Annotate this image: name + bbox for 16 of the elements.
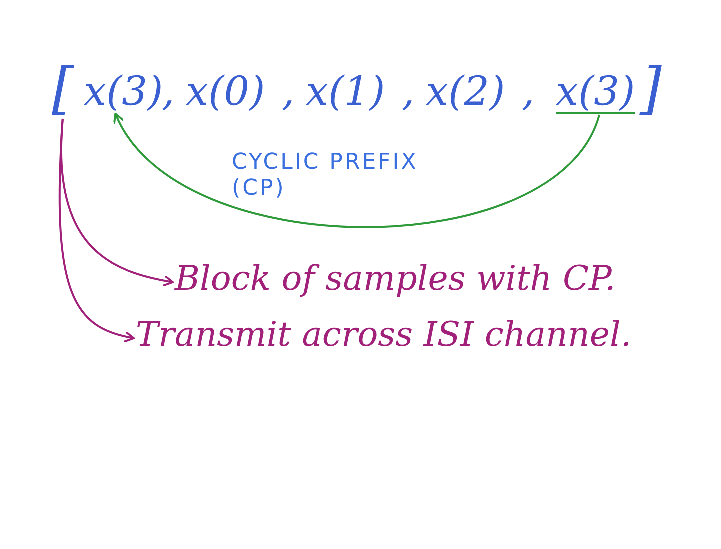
- comma: ,: [162, 72, 175, 112]
- note-text: Transmit across ISI channel.: [136, 318, 632, 352]
- comma: ,: [282, 72, 295, 112]
- comma: ,: [402, 72, 415, 112]
- sample-term: x(1): [306, 72, 386, 112]
- note-text: Block of samples with CP.: [175, 262, 616, 296]
- arrow: [58, 118, 135, 342]
- sample-term: x(0): [186, 72, 266, 112]
- bracket: [: [52, 62, 74, 118]
- sample-term: x(3): [556, 72, 636, 114]
- arrow: [60, 118, 174, 287]
- bracket: ]: [640, 62, 662, 118]
- arrow: [114, 113, 600, 228]
- sample-term: x(2): [426, 72, 506, 112]
- sample-term: x(3): [84, 72, 164, 112]
- comma: ,: [522, 72, 535, 112]
